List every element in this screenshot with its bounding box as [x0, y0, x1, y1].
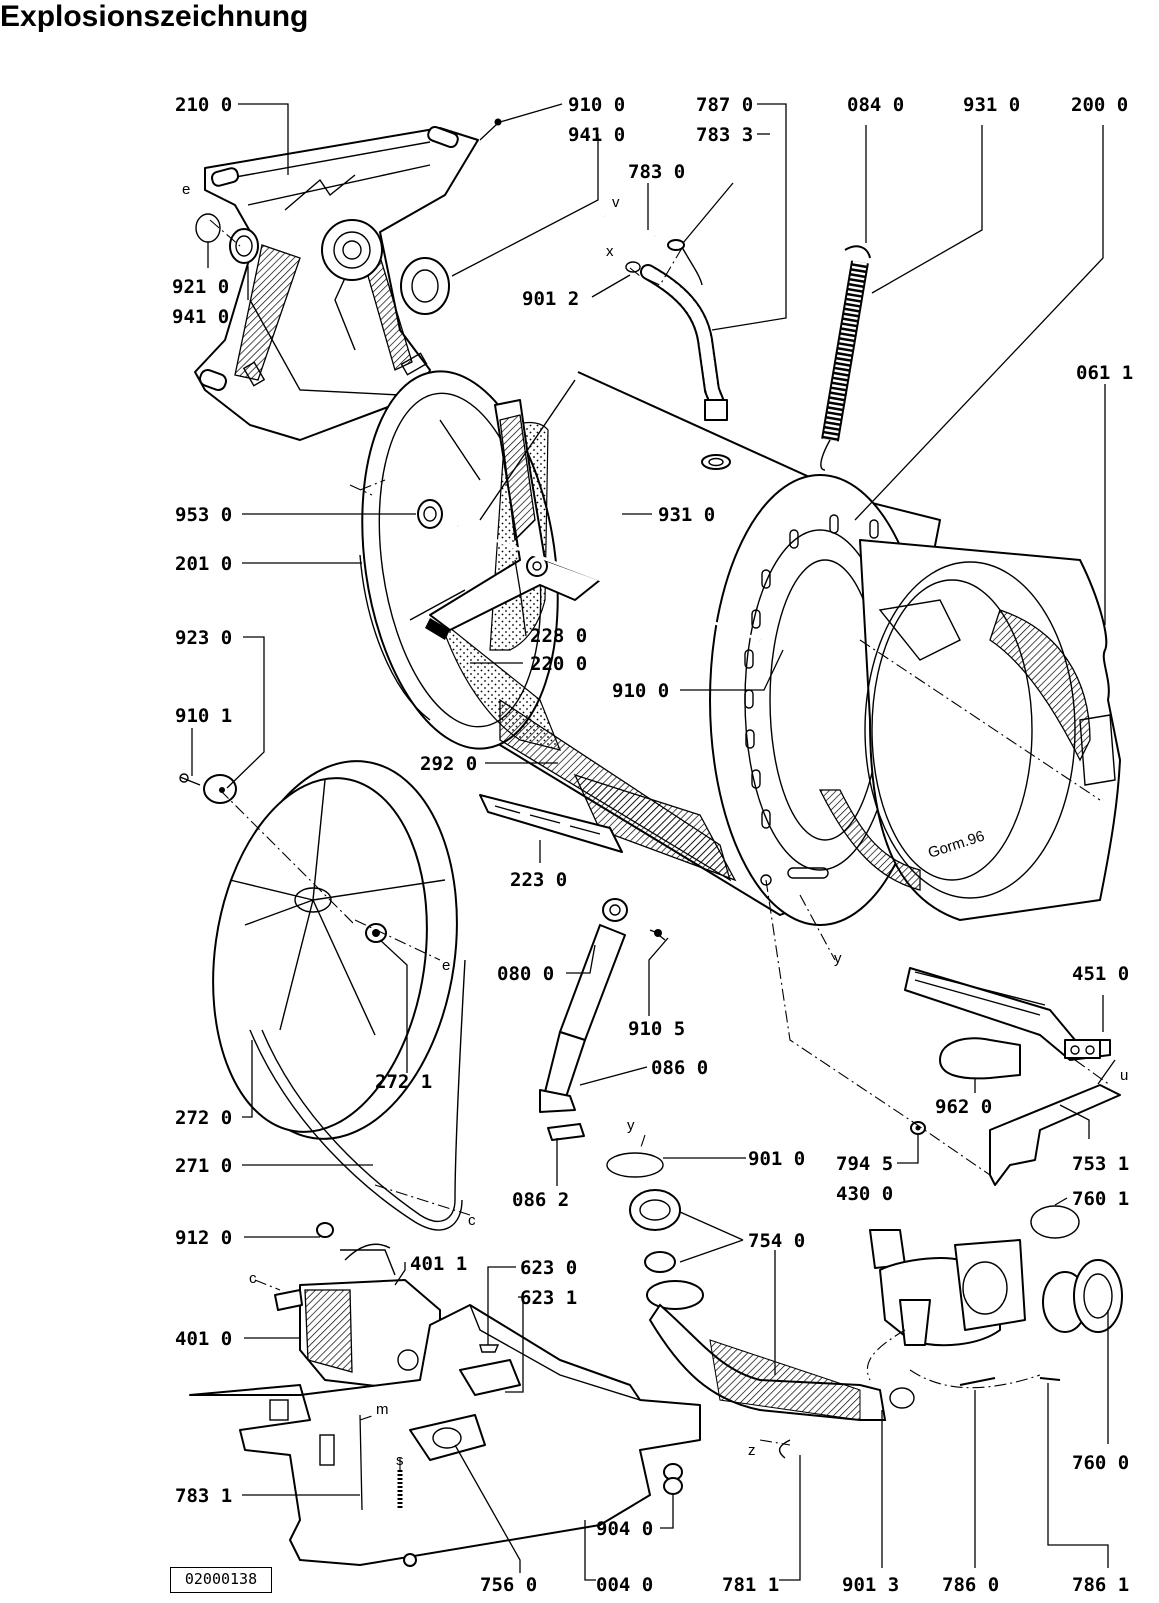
- part-label-623-0: 623 0: [520, 1257, 577, 1279]
- part-label-080-0: 080 0: [497, 963, 554, 985]
- part-label-228-0: 228 0: [530, 625, 587, 647]
- part-label-201-0: 201 0: [175, 553, 232, 575]
- marker-c-motor: c: [249, 1270, 257, 1287]
- part-labels: 210 0 910 0 941 0 787 0 783 3 783 0 084 …: [172, 94, 1133, 1596]
- part-label-220-0: 220 0: [530, 653, 587, 675]
- drive-belt-drawing: [249, 959, 466, 1231]
- part-label-787-0: 787 0: [696, 94, 753, 116]
- part-label-962-0: 962 0: [935, 1096, 992, 1118]
- part-label-753-1: 753 1: [1072, 1153, 1129, 1175]
- drum-pulley-drawing: [179, 760, 458, 1140]
- part-label-760-1: 760 1: [1072, 1188, 1129, 1210]
- leader-lines: [191, 103, 1109, 1581]
- marker-u: u: [1120, 1067, 1128, 1084]
- marker-e-pulley: e: [442, 957, 450, 974]
- part-label-901-0: 901 0: [748, 1148, 805, 1170]
- part-label-451-0: 451 0: [1072, 963, 1129, 985]
- part-label-941-0-left: 941 0: [172, 306, 229, 328]
- part-drawings: Gorm.96: [179, 118, 1123, 1567]
- part-label-401-1: 401 1: [410, 1253, 467, 1275]
- part-label-910-0-mid: 910 0: [612, 680, 669, 702]
- part-label-931-0-top: 931 0: [963, 94, 1020, 116]
- part-label-783-1: 783 1: [175, 1485, 232, 1507]
- marker-z: z: [748, 1442, 756, 1459]
- part-label-910-5: 910 5: [628, 1018, 685, 1040]
- part-label-912-0: 912 0: [175, 1227, 232, 1249]
- part-label-754-0: 754 0: [748, 1230, 805, 1252]
- heater-seal-drawing: [939, 1037, 1021, 1080]
- part-label-272-0: 272 0: [175, 1107, 232, 1129]
- part-label-086-2: 086 2: [512, 1189, 569, 1211]
- part-label-223-0: 223 0: [510, 869, 567, 891]
- part-label-931-0-mid: 931 0: [658, 504, 715, 526]
- assembly-lines: [209, 219, 1111, 1470]
- part-label-430-0: 430 0: [836, 1183, 893, 1205]
- part-label-921-0: 921 0: [172, 276, 229, 298]
- marker-y-hose: y: [627, 1117, 635, 1134]
- part-label-760-0: 760 0: [1072, 1452, 1129, 1474]
- marker-e-top: e: [182, 181, 190, 198]
- shock-absorber-drawing: [539, 898, 666, 1141]
- part-label-786-0: 786 0: [942, 1574, 999, 1596]
- part-label-901-2: 901 2: [522, 288, 579, 310]
- part-label-401-0: 401 0: [175, 1328, 232, 1350]
- part-label-292-0: 292 0: [420, 753, 477, 775]
- suspension-spring-right: [820, 245, 871, 471]
- base-plate-drawing: [189, 1304, 701, 1567]
- heater-drawing: [904, 967, 1111, 1061]
- bearing-set-left: [195, 213, 450, 315]
- marker-v: v: [612, 194, 620, 211]
- rail-drawing: [479, 794, 623, 853]
- part-label-910-1: 910 1: [175, 705, 232, 727]
- sump-hose-drawing: [606, 1152, 915, 1459]
- wire-harness-drawing: [909, 1369, 1061, 1389]
- part-label-271-0: 271 0: [175, 1155, 232, 1177]
- marker-s: s: [396, 1452, 404, 1469]
- front-tub-ring-drawing: Gorm.96: [818, 539, 1121, 921]
- part-label-910-0-top: 910 0: [568, 94, 625, 116]
- breather-hose-drawing: [604, 214, 728, 421]
- part-label-953-0: 953 0: [175, 504, 232, 526]
- part-label-904-0: 904 0: [596, 1518, 653, 1540]
- page-title: Explosionszeichnung: [0, 0, 309, 33]
- marker-m: m: [376, 1401, 389, 1418]
- part-label-004-0: 004 0: [596, 1574, 653, 1596]
- bracket-drawing: [989, 1059, 1121, 1186]
- part-label-923-0: 923 0: [175, 627, 232, 649]
- part-label-061-1: 061 1: [1076, 362, 1133, 384]
- part-label-756-0: 756 0: [480, 1574, 537, 1596]
- part-label-210-0: 210 0: [175, 94, 232, 116]
- part-label-783-3: 783 3: [696, 124, 753, 146]
- marker-c-belt: c: [468, 1212, 476, 1229]
- part-label-084-0: 084 0: [847, 94, 904, 116]
- part-label-272-1: 272 1: [375, 1071, 432, 1093]
- drain-pump-drawing: [869, 1205, 1123, 1347]
- part-label-781-1: 781 1: [722, 1574, 779, 1596]
- part-label-086-0: 086 0: [651, 1057, 708, 1079]
- part-label-901-3: 901 3: [842, 1574, 899, 1596]
- screw-top-drawing: [479, 118, 502, 141]
- motor-drawing: [274, 1222, 441, 1391]
- part-label-783-0: 783 0: [628, 161, 685, 183]
- part-label-200-0: 200 0: [1071, 94, 1128, 116]
- marker-y-tub: y: [834, 950, 842, 967]
- document-number: 02000138: [170, 1567, 272, 1593]
- part-label-786-1: 786 1: [1072, 1574, 1129, 1596]
- drum-spider-drawing: [409, 379, 761, 642]
- part-label-941-0-top: 941 0: [568, 124, 625, 146]
- screw-794-drawing: [910, 1121, 926, 1135]
- part-label-623-1: 623 1: [520, 1287, 577, 1309]
- marker-x: x: [606, 243, 614, 260]
- assembly-markers: e v x y e c u y c m s z: [182, 181, 1128, 1469]
- part-label-794-5: 794 5: [836, 1153, 893, 1175]
- rear-bracket-drawing: [194, 125, 479, 441]
